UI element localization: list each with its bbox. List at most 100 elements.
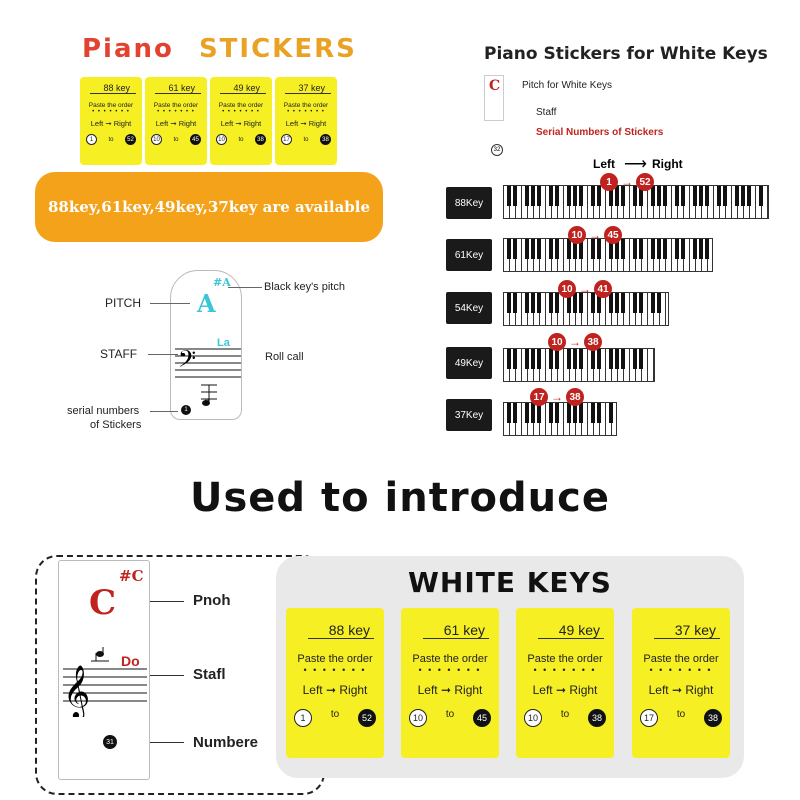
black-key: [513, 349, 517, 369]
card-paste: Paste the order: [412, 653, 488, 665]
black-key: [579, 403, 583, 423]
treble-staff-icon: 𝄞: [63, 647, 147, 717]
black-key: [525, 239, 529, 259]
black-key: [549, 349, 553, 369]
black-key: [549, 293, 553, 313]
card-key: 37 key: [285, 83, 331, 94]
card-range: 10 to 38: [214, 134, 268, 145]
dir-left: Left: [302, 683, 323, 697]
sharp-pitch: #A: [213, 276, 231, 289]
range-end: 38: [584, 333, 602, 351]
black-key: [555, 349, 559, 369]
octave-mark: 8: [205, 399, 209, 406]
black-key: [507, 239, 511, 259]
black-key: [615, 239, 619, 259]
card-paste: Paste the order: [297, 653, 373, 665]
black-key: [597, 349, 601, 369]
black-key: [567, 186, 571, 206]
range-88: 1→52: [600, 173, 654, 191]
range-start: 1: [294, 709, 312, 727]
black-key: [531, 403, 535, 423]
staff-pointer: [150, 675, 184, 676]
range-to: to: [445, 708, 455, 720]
range-start: 10: [216, 134, 227, 145]
card-range: 1 to 52: [294, 709, 376, 727]
black-key: [621, 349, 625, 369]
black-key: [717, 186, 721, 206]
black-key: [615, 186, 619, 206]
black-key: [591, 186, 595, 206]
range-37: 17→38: [530, 388, 584, 406]
sample-serial: 32: [491, 144, 503, 156]
black-key: [525, 186, 529, 206]
pitch-pointer: [150, 601, 184, 602]
black-key: [531, 293, 535, 313]
range-to: to: [676, 708, 686, 720]
black-key: [663, 239, 667, 259]
card-range: 17 to 38: [279, 134, 333, 145]
dir-right: Right: [339, 683, 368, 697]
keyboard-49: [503, 348, 655, 382]
black-key: [705, 239, 709, 259]
card-dots: • • • • • • •: [287, 109, 325, 115]
svg-text:𝄞: 𝄞: [63, 664, 90, 717]
black-key: [597, 293, 601, 313]
white-key-card-49: 49 key Paste the order • • • • • • • Lef…: [516, 608, 614, 758]
white-keys-title: WHITE KEYS: [408, 566, 612, 599]
black-key: [759, 186, 763, 206]
range-start: 17: [530, 388, 548, 406]
black-key: [549, 239, 553, 259]
black-key: [615, 349, 619, 369]
card-dots: • • • • • • •: [303, 665, 367, 675]
black-key: [537, 403, 541, 423]
black-key: [597, 186, 601, 206]
card-paste: Paste the order: [88, 102, 134, 109]
serial-badge: 1: [181, 405, 191, 415]
white-key-card-88: 88 key Paste the order • • • • • • • Lef…: [286, 608, 384, 758]
pitch-pointer: [150, 303, 190, 304]
black-key: [639, 186, 643, 206]
range-arrow-icon: →: [589, 228, 601, 242]
svg-text:𝄢: 𝄢: [178, 345, 196, 378]
staff-label-right: Staff: [536, 107, 557, 118]
black-key: [639, 349, 643, 369]
black-key: [537, 239, 541, 259]
range-start: 1: [86, 134, 97, 145]
black-key: [579, 349, 583, 369]
card-direction: Left ➞ Right: [285, 119, 327, 128]
black-key: [567, 293, 571, 313]
card-direction: Left ➞ Right: [294, 683, 376, 697]
range-to: to: [330, 708, 340, 720]
card-key: 61 key: [155, 83, 201, 94]
serial-badge: 31: [103, 735, 117, 749]
range-end: 41: [594, 280, 612, 298]
black-key: [537, 349, 541, 369]
card-direction: Left ➞ Right: [640, 683, 722, 697]
range-arrow-icon: →: [551, 390, 563, 404]
black-key: [525, 349, 529, 369]
card-paste: Paste the order: [218, 102, 264, 109]
black-key: [693, 239, 697, 259]
card-range: 17 to 38: [640, 709, 722, 727]
solfege: La: [217, 337, 230, 349]
keyboard-54: [503, 292, 669, 326]
card-key: 37 key: [654, 622, 720, 639]
black-key: [579, 239, 583, 259]
title-word-piano: Piano: [82, 34, 174, 64]
label-pitch: Pnoh: [193, 592, 231, 609]
black-key: [513, 186, 517, 206]
direction-right: Right: [652, 157, 683, 171]
card-dots: • • • • • • •: [649, 665, 713, 675]
direction-arrow-icon: ⟶: [624, 156, 647, 173]
staff-pointer: [148, 354, 178, 355]
row-label-61: 61Key: [446, 239, 492, 271]
serial-pointer: [150, 411, 178, 412]
sample-note: C: [489, 78, 501, 94]
range-start: 10: [568, 226, 586, 244]
card-key: 61 key: [423, 622, 489, 639]
card-paste: Paste the order: [643, 653, 719, 665]
card-key: 88 key: [90, 83, 136, 94]
black-key: [507, 403, 511, 423]
arrow-icon: ➞: [325, 683, 337, 697]
card-range: 10 to 38: [524, 709, 606, 727]
